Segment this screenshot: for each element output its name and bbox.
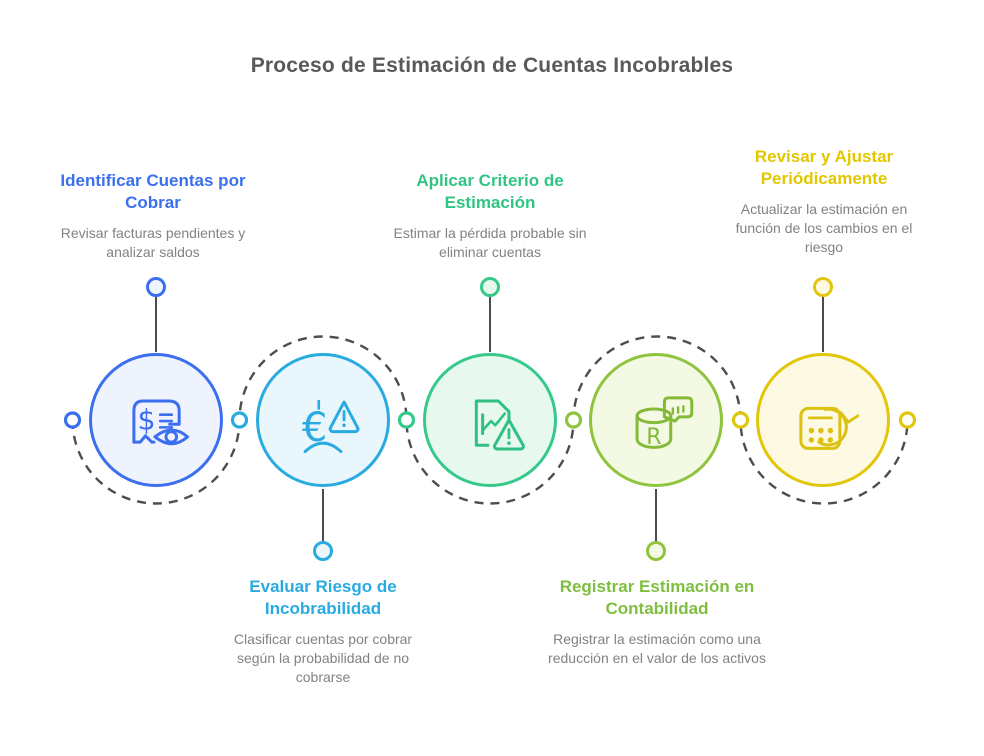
step-2-circle: € — [256, 353, 390, 487]
database-record-icon: R — [616, 380, 696, 450]
step-3-circle — [423, 353, 557, 487]
page-title: Proceso de Estimación de Cuentas Incobra… — [250, 54, 734, 77]
euro-risk-warning-icon: € — [302, 380, 363, 460]
flow-dot — [230, 411, 249, 429]
step2-node — [313, 541, 333, 561]
flow-dot — [731, 411, 750, 429]
step3-node — [480, 277, 500, 297]
flow-dot — [564, 411, 583, 429]
step-title: Registrar Estimación en Contabilidad — [559, 577, 755, 618]
step-1-circle: $ — [89, 353, 223, 487]
step-description: Revisar facturas pendientes y analizar s… — [60, 225, 246, 260]
step-4-circle: R — [589, 353, 723, 487]
step-title: Aplicar Criterio de Estimación — [416, 171, 564, 212]
flow-dot — [63, 411, 82, 429]
svg-text:R: R — [646, 424, 661, 450]
step-2-label: Evaluar Riesgo de Incobrabilidad Clasifi… — [213, 576, 433, 687]
step-title: Revisar y Ajustar Periódicamente — [754, 147, 894, 188]
svg-text:$: $ — [137, 403, 155, 436]
step-description: Actualizar la estimación en función de l… — [735, 201, 913, 255]
invoice-eye-icon: $ — [116, 380, 196, 460]
step-4-label: Registrar Estimación en Contabilidad Reg… — [547, 576, 767, 668]
step-description: Registrar la estimación como una reducci… — [548, 631, 766, 666]
step-description: Clasificar cuentas por cobrar según la p… — [233, 631, 413, 685]
step1-node — [146, 277, 166, 297]
document-chart-warning-icon — [450, 380, 530, 460]
step5-node — [813, 277, 833, 297]
step4-node — [646, 541, 666, 561]
flow-dot — [898, 411, 917, 429]
step-3-label: Aplicar Criterio de Estimación Estimar l… — [380, 170, 600, 262]
step-title: Identificar Cuentas por Cobrar — [60, 171, 246, 212]
step-description: Estimar la pérdida probable sin eliminar… — [393, 225, 587, 260]
flow-dot — [397, 411, 416, 429]
step-title: Evaluar Riesgo de Incobrabilidad — [249, 577, 397, 618]
step-5-label: Revisar y Ajustar Periódicamente Actuali… — [719, 146, 929, 257]
calculator-refresh-icon — [783, 380, 863, 460]
step-5-circle — [756, 353, 890, 487]
step-1-label: Identificar Cuentas por Cobrar Revisar f… — [43, 170, 263, 262]
